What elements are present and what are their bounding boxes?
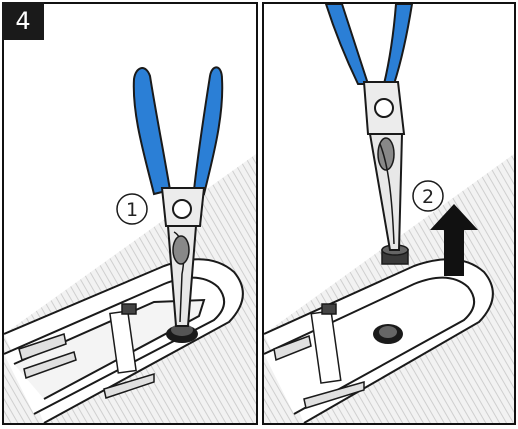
callout-2-label: 2 (422, 186, 434, 208)
callout-1-label: 1 (126, 199, 138, 221)
socket-hole (373, 324, 403, 344)
callout-2: 2 (413, 181, 443, 211)
callout-1: 1 (117, 194, 147, 224)
panel-step-b: 2 (262, 2, 516, 425)
panel-a-drawing: 1 (4, 4, 256, 423)
pliers-icon (326, 4, 412, 250)
panel-b-drawing: 2 (264, 4, 514, 423)
panel-step-a: 1 (2, 2, 258, 425)
step-number-badge: 4 (2, 2, 44, 40)
